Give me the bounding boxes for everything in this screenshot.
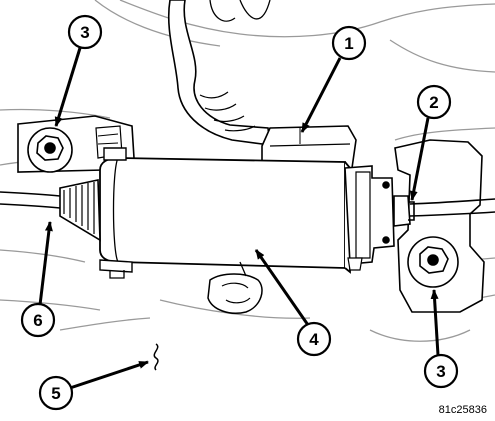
svg-text:5: 5: [51, 384, 60, 403]
svg-text:3: 3: [436, 362, 445, 381]
svg-text:2: 2: [429, 93, 438, 112]
leader-lines: [38, 47, 440, 390]
lower-bracket: [207, 261, 263, 314]
rear-cable: [409, 198, 495, 217]
callout-3-lower: 3: [423, 353, 459, 389]
callout-5: 5: [38, 375, 74, 411]
background-structure: [0, 0, 495, 342]
actuator-end-cap: [344, 165, 415, 271]
callout-2: 2: [416, 84, 452, 120]
mounting-nut-left: [27, 127, 73, 173]
svg-text:4: 4: [309, 330, 319, 349]
front-cable: [0, 191, 61, 209]
leader-3-upper: [54, 47, 82, 127]
leader-5: [69, 360, 149, 390]
cable-boot: [59, 179, 101, 242]
mounting-nut-right: [407, 236, 459, 288]
leader-2: [409, 117, 430, 201]
leader-1: [300, 57, 342, 133]
svg-text:6: 6: [33, 311, 42, 330]
callout-4: 4: [296, 321, 332, 357]
callout-6: 6: [20, 302, 56, 338]
svg-text:1: 1: [344, 34, 353, 53]
callout-3-upper: 3: [67, 14, 103, 50]
leader-3-lower: [430, 289, 440, 356]
motor-housing: [99, 147, 351, 279]
svg-text:3: 3: [80, 23, 89, 42]
wire-harness: [167, 0, 271, 146]
item-5-squiggle: [153, 343, 159, 371]
callout-1: 1: [331, 25, 367, 61]
leader-4: [254, 249, 310, 326]
figure-id-code: 81c25836: [438, 404, 487, 416]
leader-6: [38, 221, 53, 306]
